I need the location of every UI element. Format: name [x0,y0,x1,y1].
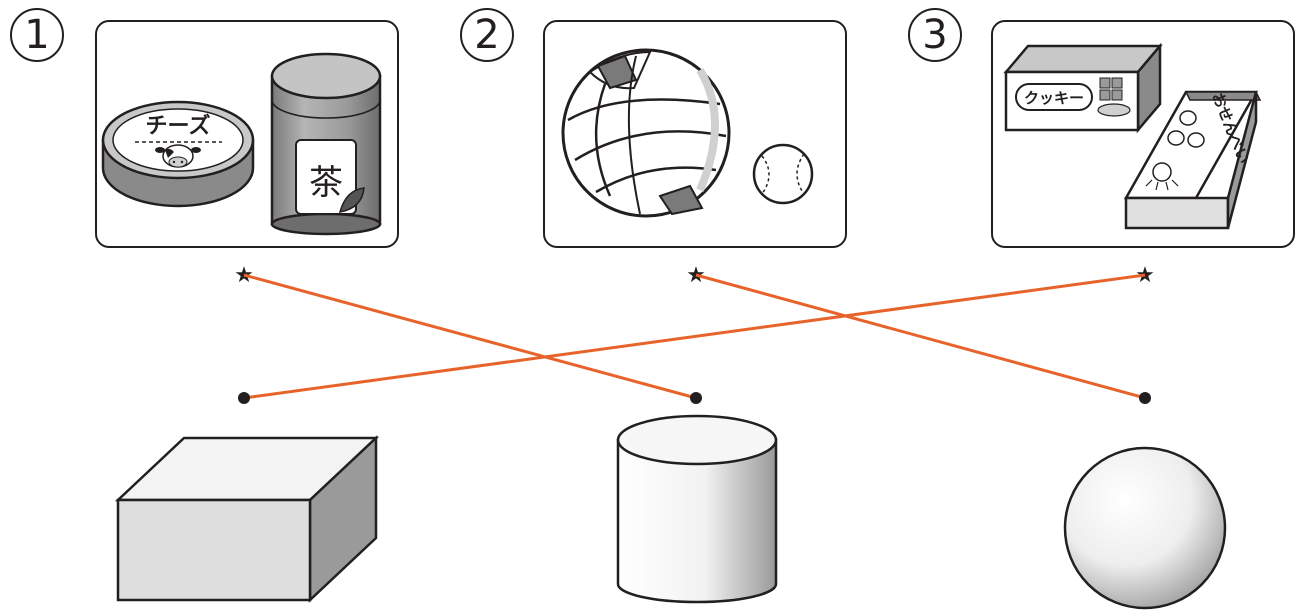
leaf-icon [338,187,365,213]
cheese-tin: チーズ [101,100,255,208]
shape-rectangular-box [114,435,380,603]
question-number-1: 1 [10,8,64,62]
cookie-box: クッキー [1003,42,1163,134]
tea-can: 茶 [270,52,382,236]
question-number-2: 2 [460,8,514,62]
baseball [752,143,814,205]
octopus-icon [1145,162,1179,191]
dot-marker-sphere[interactable] [1139,392,1151,404]
cookie-icon [1097,77,1131,117]
answer-line-3 [243,273,1146,400]
senbei-box: おせんべい [1123,90,1262,230]
tea-label: 茶 [309,163,343,203]
shape-cylinder [616,414,778,604]
cheese-label: チーズ [146,113,211,139]
cookie-label: クッキー [1024,89,1084,107]
question-number-3: 3 [908,8,962,62]
cow-icon [155,144,201,168]
dot-marker-box[interactable] [238,392,250,404]
answer-line-2 [695,273,1146,400]
dot-marker-cylinder[interactable] [690,392,702,404]
shape-sphere [1063,446,1227,610]
answer-line-1 [243,273,697,400]
volleyball [561,48,731,218]
